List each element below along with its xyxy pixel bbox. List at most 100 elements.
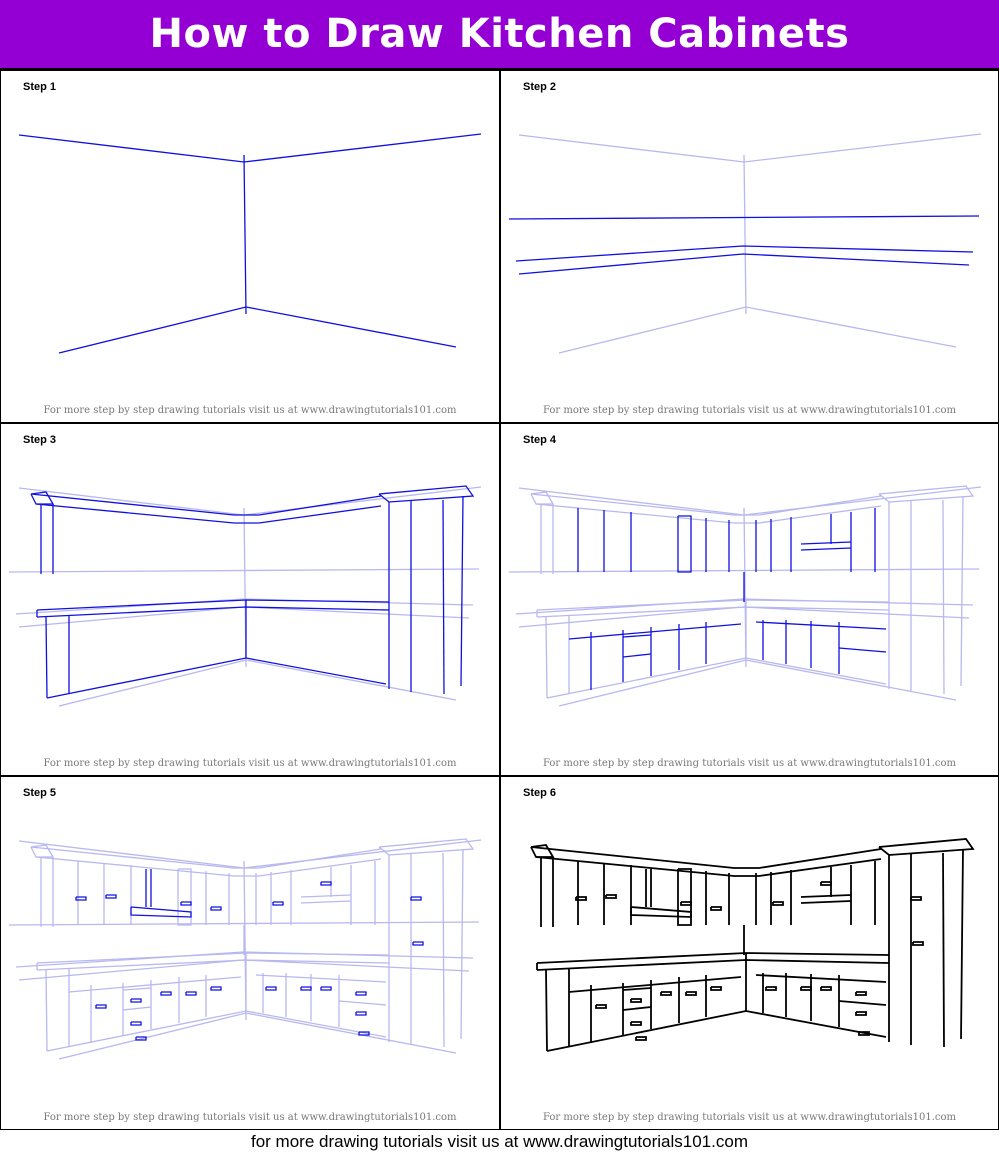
step-label: Step 3	[23, 434, 57, 446]
sketch-line	[412, 941, 424, 946]
sketch-line	[15, 951, 474, 968]
sketch-line	[800, 986, 812, 991]
sketch-line	[755, 621, 887, 630]
sketch-line	[855, 991, 867, 996]
sketch-line	[75, 896, 87, 901]
sketch-line	[535, 856, 882, 877]
sketch-line	[355, 1011, 367, 1016]
step-drawing	[530, 838, 975, 1052]
sketch-line	[546, 657, 887, 699]
sketch-line	[378, 485, 475, 503]
sketch-line	[272, 901, 284, 906]
watermark: For more step by step drawing tutorials …	[43, 758, 457, 769]
sketch-line	[910, 896, 922, 901]
step-label: Step 4	[523, 434, 557, 446]
sketch-line	[320, 881, 332, 886]
sketch-line	[185, 991, 197, 996]
sketch-line	[755, 974, 887, 983]
sketch-line	[545, 616, 548, 699]
sketch-line	[595, 1004, 607, 1009]
step-panel: Step 4 For more step by step drawing tuto…	[500, 423, 999, 776]
sketch-line	[210, 906, 222, 911]
sketch-line	[878, 485, 975, 503]
sketch-line	[105, 894, 117, 899]
sketch-line	[442, 499, 445, 695]
footer-link[interactable]: for more drawing tutorials visit us at w…	[251, 1132, 748, 1151]
sketch-line	[210, 986, 222, 991]
sketch-line	[35, 503, 382, 524]
sketch-line	[122, 987, 152, 991]
sketch-line	[300, 894, 352, 898]
sketch-line	[820, 986, 832, 991]
sketch-line	[530, 846, 882, 869]
sketch-line	[18, 959, 470, 981]
sketch-line	[130, 906, 192, 918]
sketch-line	[800, 547, 852, 551]
step-panel: Step 3 For more step by step drawing tuto…	[0, 423, 500, 776]
sketch-line	[622, 634, 652, 638]
sketch-line	[838, 647, 887, 653]
sketch-line	[800, 541, 852, 545]
sketch-line	[30, 846, 382, 869]
watermark: For more step by step drawing tutorials …	[543, 1112, 956, 1123]
sketch-line	[960, 495, 964, 687]
sketch-line	[255, 974, 387, 983]
sketch-line	[545, 969, 548, 1052]
sketch-line	[518, 606, 970, 628]
sketch-line	[442, 852, 445, 1048]
sketch-line	[68, 976, 242, 993]
sketch-line	[130, 998, 142, 1003]
sketch-line	[530, 493, 882, 516]
sketch-line	[320, 986, 332, 991]
sketch-line	[858, 1031, 870, 1036]
step-label: Step 5	[23, 787, 57, 799]
sketch-line	[15, 598, 474, 615]
sketch-line	[535, 503, 882, 524]
step-drawing	[8, 485, 482, 707]
sketch-line	[508, 568, 980, 573]
sketch-line	[30, 491, 55, 505]
sketch-line	[378, 838, 475, 856]
sketch-line	[460, 848, 464, 1040]
sketch-line	[30, 493, 382, 516]
step-panel: Step 5 For more step by step drawing tuto…	[0, 776, 500, 1130]
sketch-line	[45, 616, 48, 699]
sketch-line	[45, 969, 48, 1052]
sketch-line	[536, 959, 890, 971]
sketch-line	[180, 901, 192, 906]
sketch-line	[635, 1036, 647, 1041]
sketch-line	[130, 1021, 142, 1026]
sketch-line	[558, 659, 957, 707]
sketch-line	[630, 998, 642, 1003]
step-drawing	[508, 485, 982, 707]
sketch-line	[575, 896, 587, 901]
sketch-line	[942, 499, 945, 695]
sketch-line	[518, 133, 982, 163]
watermark: For more step by step drawing tutorials …	[543, 405, 956, 416]
sketch-line	[942, 852, 945, 1048]
sketch-line	[743, 154, 747, 315]
step-drawing	[508, 133, 982, 354]
sketch-line	[177, 868, 192, 926]
watermark: For more step by step drawing tutorials …	[543, 758, 956, 769]
watermark: For more step by step drawing tutorials …	[43, 1112, 457, 1123]
sketch-line	[677, 515, 692, 573]
sketch-line	[410, 896, 422, 901]
sketch-line	[605, 894, 617, 899]
sketch-line	[58, 306, 457, 354]
sketch-line	[772, 901, 784, 906]
sketch-line	[685, 991, 697, 996]
sketch-line	[58, 659, 457, 707]
sketch-line	[855, 1011, 867, 1016]
sketch-line	[515, 598, 974, 615]
sketch-line	[622, 987, 652, 991]
sketch-line	[568, 623, 742, 640]
sketch-line	[765, 986, 777, 991]
sketch-line	[518, 253, 970, 275]
sketch-line	[546, 1010, 887, 1052]
sketch-line	[355, 991, 367, 996]
sketch-line	[18, 606, 470, 628]
sketch-line	[820, 881, 832, 886]
